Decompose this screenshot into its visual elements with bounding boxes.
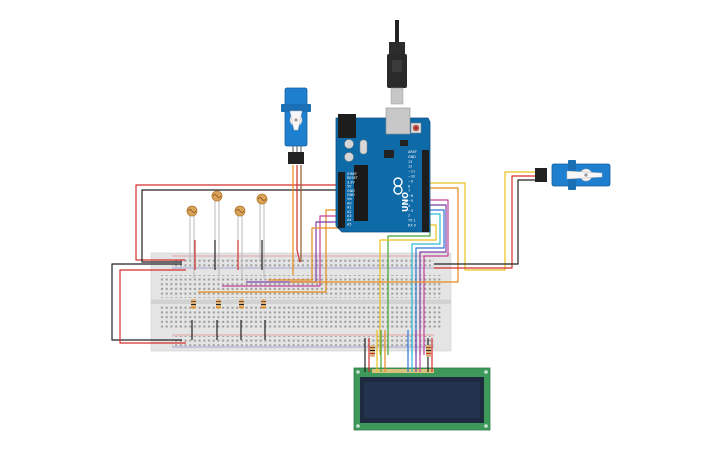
lcd-screen [364,382,480,418]
top-power-rail [172,257,434,267]
power-analog-pin-label: A3 [347,214,351,218]
digital-pin-label: ~6 [408,194,413,198]
servo-connector [535,168,547,182]
wire-orange-right [290,187,459,283]
arduino-logo [393,177,403,195]
photoresistor-icon [256,193,268,205]
power-analog-pin-label: GND [347,193,355,197]
resistor-icon [239,299,244,309]
power-analog-pin-label: Vin [347,197,352,201]
digital-pin-label: 13 [408,160,412,164]
wire-analog-a2 [246,221,345,283]
wires [111,165,540,372]
digital-pin-label: ~10 [408,175,415,179]
digital-pin-label: AREF [408,150,417,154]
usb-plug-icon [387,42,407,105]
usb-socket [385,107,411,135]
photoresistors [186,190,268,217]
digital-pin-label: ~5 [408,199,413,203]
atmega-chip [354,165,368,221]
digital-pin-label: 8 [408,184,410,188]
power-analog-pin-label: 5V [347,185,352,189]
wire-analog-a1 [222,215,345,287]
power-analog-pin-label: RESET [347,176,359,180]
resistors [191,299,431,357]
digital-pin-label: RX 0 [408,224,416,228]
digital-pin-label: ~9 [408,179,413,183]
digital-pin-label: TX 1 [407,219,416,223]
wire-servo-left-red [296,165,301,263]
power-analog-pin-label: A1 [347,206,351,210]
micro-servo-icon [535,160,611,190]
power-analog-pin-label: GND [347,189,355,193]
photoresistor-icon [211,190,223,202]
lcd-pin-header [372,369,434,373]
breadboard [150,252,452,352]
power-analog-pin-label: A4 [347,218,351,222]
wire-analog-a3 [268,227,345,281]
wire-red-left-top [135,184,345,261]
lower-terminal-strip [160,306,442,329]
wire-red-right-servo [434,175,540,269]
digital-header [422,150,429,232]
photoresistor-icon [186,205,198,217]
digital-pin-label: ~3 [408,209,413,213]
power-analog-header [338,172,345,228]
resistor-icon [191,299,196,309]
power-analog-pin-label: A0 [347,201,351,205]
wire-black-right-servo [434,179,540,265]
wire-digital-yellow-1 [379,224,437,355]
bottom-power-rail [172,336,434,346]
power-analog-pin-label: A2 [347,210,351,214]
reset-button-icon [410,122,422,134]
wire-analog-a0 [198,209,345,293]
digital-pin-label: 2 [408,214,410,218]
wire-digital-cyan [411,213,441,355]
resistor-icon [261,299,266,309]
wire-black-left-top [141,189,345,263]
servo-connector [288,152,304,164]
resistor-icon [370,345,375,357]
photoresistor-icon [234,205,246,217]
wire-digital-purple [419,204,447,355]
power-jack [338,114,356,138]
digital-pin-label: 7 [408,189,410,193]
power-analog-pin-label: A5 [347,222,351,226]
power-analog-pin-label: 3.3V [347,180,355,184]
digital-pin-label: 12 [408,165,412,169]
power-analog-pin-label: IOREF [347,172,357,176]
micro-servo-icon [281,87,311,164]
wire-yellow-right-servo [430,171,540,271]
center-channel [151,299,451,304]
digital-pin-label: ~11 [408,170,415,174]
resistor-icon [426,345,431,357]
wire-digital-blue [415,209,445,355]
wire-black-left-outer [111,263,182,341]
digital-pin-label: GND [408,155,416,159]
wire-red-left-outer [119,269,186,344]
digital-pin-label: 4 [408,204,410,208]
resistor-icon [216,299,221,309]
wire-digital-magenta [423,199,449,355]
lcd-module [353,367,491,431]
board-brand-label: UNO [401,192,410,212]
